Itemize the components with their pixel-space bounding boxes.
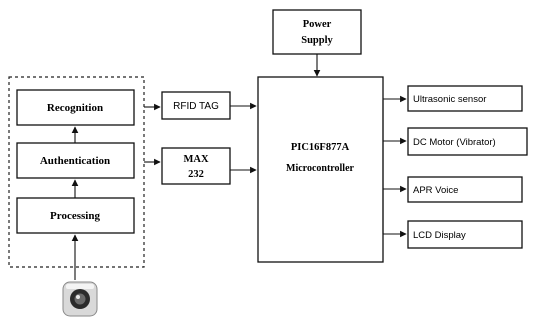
microcontroller-block: PIC16F877A Microcontroller bbox=[257, 76, 384, 263]
output-ultrasonic-sensor-block: Ultrasonic sensor bbox=[407, 85, 523, 112]
output-apr-voice-block: APR Voice bbox=[407, 176, 523, 203]
power-supply-label-line1: Power bbox=[303, 19, 332, 30]
camera-icon bbox=[62, 281, 98, 317]
output-ultrasonic-sensor-label: Ultrasonic sensor bbox=[413, 94, 486, 105]
rfid-tag-block: RFID TAG bbox=[161, 91, 231, 120]
rfid-tag-label: RFID TAG bbox=[173, 101, 219, 112]
power-supply-label-line2: Supply bbox=[301, 35, 333, 46]
processing-block: Processing bbox=[16, 197, 135, 234]
authentication-label: Authentication bbox=[40, 155, 110, 167]
max232-block: MAX 232 bbox=[161, 147, 231, 185]
authentication-block: Authentication bbox=[16, 142, 135, 179]
power-supply-block: Power Supply bbox=[272, 9, 362, 55]
recognition-label: Recognition bbox=[47, 102, 103, 114]
max232-label-line2: 232 bbox=[188, 169, 204, 180]
max232-label-line1: MAX bbox=[183, 154, 208, 165]
output-dc-motor-block: DC Motor (Vibrator) bbox=[407, 127, 528, 156]
output-lcd-display-label: LCD Display bbox=[413, 230, 466, 241]
microcontroller-label-line2: Microcontroller bbox=[286, 163, 354, 174]
processing-group-outline bbox=[8, 76, 145, 268]
microcontroller-label-line1: PIC16F877A bbox=[291, 142, 350, 153]
processing-label: Processing bbox=[50, 210, 100, 222]
output-lcd-display-block: LCD Display bbox=[407, 220, 523, 249]
output-dc-motor-label: DC Motor (Vibrator) bbox=[413, 137, 496, 148]
recognition-block: Recognition bbox=[16, 89, 135, 126]
output-apr-voice-label: APR Voice bbox=[413, 185, 458, 196]
